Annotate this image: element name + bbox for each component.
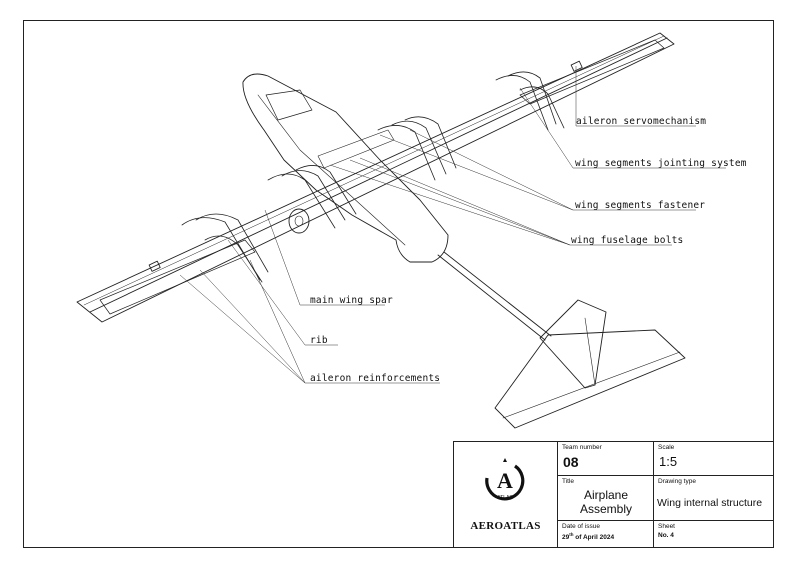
- drawing-type-value: Wing internal structure: [657, 497, 763, 509]
- leader-rib: [227, 239, 338, 346]
- leader-fuselage-bolts-2: [349, 159, 571, 246]
- callout-wing-segments-jointing-system: wing segments jointing system: [575, 158, 747, 169]
- wing-outline: [76, 32, 675, 323]
- leader-fuselage-bolts: [329, 164, 571, 246]
- title-line-2: Assembly: [579, 502, 632, 516]
- title-cell: Title Airplane Assembly: [557, 475, 653, 520]
- wing-trailing-edge: [89, 37, 668, 313]
- leader-wing-fastener: [379, 134, 696, 211]
- fuselage-keel: [257, 94, 406, 246]
- team-number-cell: Team number 08: [557, 441, 653, 475]
- leader-aileron-reinf-2: [199, 269, 306, 384]
- date-label: Date of issue: [562, 523, 600, 530]
- callout-wing-segments-fastener: wing segments fastener: [575, 200, 706, 211]
- rib: [391, 120, 447, 175]
- fuselage: [242, 73, 449, 263]
- landing-wheel-hub: [294, 215, 304, 227]
- leader-aileron-reinf: [179, 274, 440, 384]
- landing-wheel: [288, 208, 310, 234]
- rib: [495, 75, 549, 131]
- rib: [507, 71, 557, 125]
- stabilizer-elevator: [502, 351, 681, 419]
- rib: [267, 173, 336, 229]
- rib: [377, 125, 436, 181]
- sheet-cell: Sheet No. 4: [653, 520, 774, 548]
- vertical-fin: [539, 299, 607, 389]
- aileron-left: [99, 239, 256, 315]
- callout-aileron-reinforcements: aileron reinforcements: [310, 373, 441, 384]
- rib: [295, 165, 357, 215]
- rib: [281, 170, 346, 221]
- callout-aileron-servomechanism: aileron servomechanism: [576, 116, 707, 127]
- title-label: Title: [562, 478, 575, 485]
- leader-lines: [179, 66, 726, 384]
- rib: [181, 217, 261, 281]
- leader-wing-fastener-2: [409, 129, 574, 211]
- title-value: Airplane Assembly: [558, 488, 654, 516]
- horizontal-stabilizer: [494, 329, 686, 429]
- aileron-servo-right: [570, 60, 583, 72]
- date-suffix: th: [569, 532, 574, 537]
- callout-wing-fuselage-bolts: wing fuselage bolts: [571, 235, 684, 246]
- right-wing-ribs: [377, 71, 565, 181]
- date-value: 29th of April 2024: [562, 532, 614, 541]
- rib: [404, 116, 457, 169]
- drawing-frame: [23, 20, 774, 548]
- vertical-rudder: [584, 317, 596, 386]
- title-block: A ATLAS AEROATLAS Team number 08 Scale 1…: [453, 441, 774, 548]
- scale-value: 1:5: [659, 454, 678, 469]
- rib: [519, 86, 565, 129]
- title-line-1: Airplane: [583, 488, 629, 502]
- aileron-right: [519, 39, 665, 105]
- rib: [204, 235, 263, 283]
- sheet-value: No. 4: [658, 532, 674, 539]
- callout-main-wing-spar: main wing spar: [310, 295, 393, 306]
- team-number-label: Team number: [562, 444, 602, 451]
- date-cell: Date of issue 29th of April 2024: [557, 520, 653, 548]
- rib: [195, 213, 269, 273]
- drawing-type-label: Drawing type: [658, 478, 696, 485]
- leader-main-spar: [264, 209, 385, 306]
- main-wing-spar-line: [83, 35, 665, 306]
- logo-letter: A: [497, 468, 513, 493]
- aeroatlas-logo: A ATLAS: [485, 458, 525, 501]
- wing-joint-box: [317, 129, 395, 169]
- aileron-servo-left: [148, 260, 161, 272]
- scale-cell: Scale 1:5: [653, 441, 774, 475]
- leader-aileron-servo: [575, 66, 696, 127]
- callout-rib: rib: [310, 335, 328, 346]
- logo-text: ATLAS: [497, 495, 513, 501]
- left-wing-ribs: [181, 165, 357, 283]
- leader-aileron-reinf-3: [249, 259, 306, 384]
- date-rest: of April 2024: [573, 534, 615, 542]
- fuselage-canopy: [265, 89, 313, 121]
- leader-wing-joint: [519, 87, 726, 169]
- date-day: 29: [562, 534, 570, 542]
- leader-fuselage-bolts-3: [359, 157, 672, 246]
- tail-boom: [437, 251, 552, 341]
- sheet-label: Sheet: [658, 523, 675, 530]
- logo-cell: A ATLAS AEROATLAS: [454, 442, 557, 547]
- scale-label: Scale: [658, 444, 675, 451]
- drawing-type-cell: Drawing type Wing internal structure: [653, 475, 774, 520]
- brand-name: AEROATLAS: [470, 520, 541, 532]
- team-number-value: 08: [563, 454, 579, 470]
